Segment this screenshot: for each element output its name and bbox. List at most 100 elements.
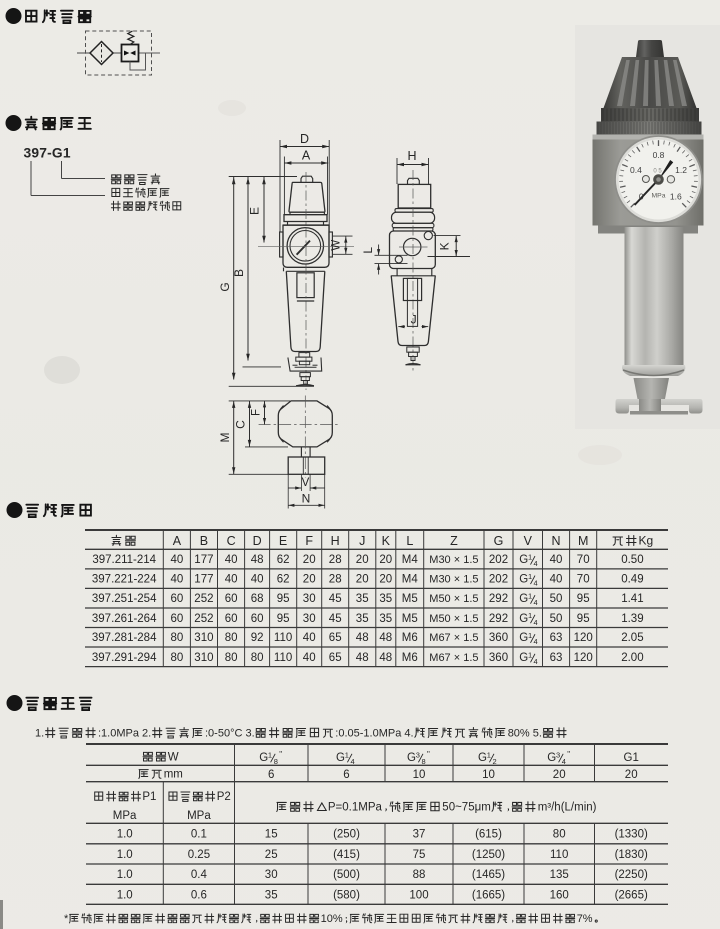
svg-text:1.0: 1.0 — [117, 849, 133, 861]
svg-text:N: N — [551, 534, 560, 548]
svg-text:M4: M4 — [402, 554, 419, 566]
svg-text:1: 1 — [345, 750, 349, 759]
svg-text:4: 4 — [562, 757, 566, 766]
svg-text:65: 65 — [329, 652, 342, 664]
svg-text:1.0: 1.0 — [117, 889, 133, 901]
svg-text:40: 40 — [251, 574, 264, 586]
svg-text:120: 120 — [574, 652, 593, 664]
svg-text:0.49: 0.49 — [621, 574, 643, 586]
svg-text:G1: G1 — [624, 752, 639, 764]
svg-text:M50 × 1.5: M50 × 1.5 — [429, 593, 478, 605]
svg-text:35: 35 — [265, 889, 278, 901]
svg-text:1.41: 1.41 — [621, 593, 643, 605]
svg-text:0.4: 0.4 — [191, 869, 208, 881]
svg-text:120: 120 — [574, 632, 593, 644]
svg-text:E: E — [279, 534, 287, 548]
svg-text:40: 40 — [303, 652, 316, 664]
svg-text:A: A — [173, 534, 182, 548]
svg-text:M5: M5 — [402, 613, 418, 625]
svg-text:20: 20 — [379, 554, 392, 566]
svg-text:1: 1 — [528, 592, 532, 601]
svg-text:48: 48 — [356, 632, 369, 644]
svg-text:88: 88 — [413, 869, 426, 881]
svg-text:(1250): (1250) — [472, 849, 505, 861]
svg-text:202: 202 — [489, 574, 508, 586]
svg-text:35: 35 — [356, 593, 369, 605]
svg-text:110: 110 — [550, 849, 568, 861]
svg-text:28: 28 — [329, 574, 342, 586]
svg-text:95: 95 — [577, 613, 590, 625]
svg-text:1.: 1. — [35, 728, 44, 740]
svg-text:": " — [279, 750, 282, 759]
svg-text:N: N — [302, 492, 311, 506]
svg-text:10: 10 — [482, 769, 495, 781]
svg-text:202: 202 — [489, 554, 508, 566]
svg-text:m³/h(L/min): m³/h(L/min) — [538, 802, 597, 814]
svg-text:40: 40 — [303, 632, 316, 644]
svg-text:35: 35 — [379, 593, 392, 605]
svg-text:L: L — [361, 247, 375, 254]
svg-text:80: 80 — [553, 829, 566, 841]
svg-text:20: 20 — [553, 769, 566, 781]
svg-text:G: G — [218, 282, 232, 291]
svg-text:0.8: 0.8 — [653, 150, 665, 160]
svg-text:G: G — [547, 752, 556, 764]
svg-text:48: 48 — [379, 652, 392, 664]
svg-text:10: 10 — [413, 769, 426, 781]
svg-text:1: 1 — [528, 650, 532, 659]
svg-text:B: B — [200, 534, 208, 548]
svg-text:6: 6 — [343, 769, 349, 781]
svg-text:80: 80 — [225, 632, 238, 644]
svg-text::0.05-1.0MPa 4.: :0.05-1.0MPa 4. — [335, 728, 413, 740]
svg-text:3: 3 — [556, 750, 560, 759]
svg-text:360: 360 — [489, 652, 508, 664]
svg-text:J: J — [411, 313, 417, 327]
svg-text:MPa: MPa — [652, 193, 666, 200]
svg-text:G: G — [519, 632, 528, 644]
svg-text:M67 × 1.5: M67 × 1.5 — [429, 652, 478, 664]
svg-text:135: 135 — [550, 869, 569, 881]
svg-text:397.281-284: 397.281-284 — [92, 632, 157, 644]
svg-text:30: 30 — [303, 593, 316, 605]
svg-text:H: H — [407, 149, 416, 163]
svg-text:0.50: 0.50 — [621, 554, 643, 566]
svg-text:G: G — [494, 534, 504, 548]
svg-text:W: W — [168, 751, 179, 763]
svg-text:1: 1 — [528, 611, 532, 620]
svg-text:": " — [427, 750, 430, 759]
svg-text:1: 1 — [268, 750, 272, 759]
svg-text:G: G — [519, 554, 528, 566]
svg-text:45: 45 — [329, 613, 342, 625]
svg-text:40: 40 — [550, 574, 563, 586]
svg-text:M67 × 1.5: M67 × 1.5 — [429, 632, 478, 644]
svg-text:95: 95 — [577, 593, 590, 605]
svg-text:J: J — [359, 534, 365, 548]
svg-text:M6: M6 — [402, 652, 418, 664]
svg-text:50: 50 — [550, 593, 563, 605]
svg-text:K: K — [437, 242, 451, 250]
svg-text:60: 60 — [225, 613, 238, 625]
svg-text:P1: P1 — [142, 791, 156, 803]
svg-text:(2250): (2250) — [615, 869, 648, 881]
svg-text:1.0: 1.0 — [117, 869, 133, 881]
svg-text:G: G — [336, 752, 345, 764]
svg-text:60: 60 — [225, 593, 238, 605]
svg-text:48: 48 — [356, 652, 369, 664]
svg-text:80: 80 — [171, 652, 184, 664]
svg-text:110: 110 — [274, 632, 292, 644]
svg-text:10%: 10% — [321, 913, 343, 925]
svg-text:397.211-214: 397.211-214 — [92, 554, 156, 566]
svg-text:C: C — [227, 534, 236, 548]
svg-text:68: 68 — [251, 593, 264, 605]
svg-text:H: H — [331, 534, 340, 548]
svg-text:": " — [567, 750, 570, 759]
svg-text:2: 2 — [493, 757, 497, 766]
svg-text:60: 60 — [171, 613, 184, 625]
svg-text:*: * — [64, 913, 69, 925]
svg-text:360: 360 — [489, 632, 508, 644]
svg-text:37: 37 — [413, 829, 426, 841]
svg-text:110: 110 — [274, 652, 292, 664]
svg-text:397-G1: 397-G1 — [24, 146, 71, 161]
svg-text:63: 63 — [550, 632, 563, 644]
svg-text:M: M — [218, 433, 232, 443]
